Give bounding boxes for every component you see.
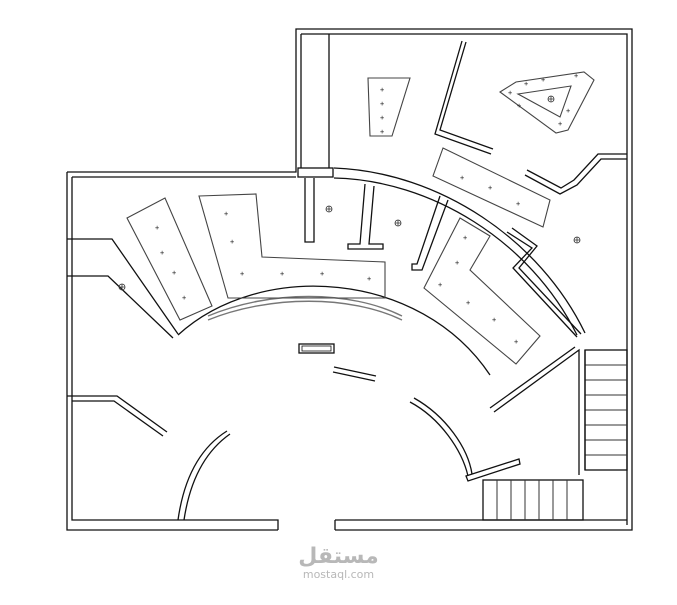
watermark-latin: mostaql.com [302, 568, 375, 581]
svg-text:+: + [516, 200, 520, 208]
inner-partitions [304, 178, 449, 271]
svg-text:+: + [380, 128, 384, 136]
svg-text:+: + [367, 275, 371, 283]
watermark-arabic: مستقل [298, 544, 379, 569]
svg-text:+: + [182, 294, 186, 302]
svg-text:+: + [517, 102, 521, 110]
svg-text:+: + [172, 269, 176, 277]
svg-text:+: + [240, 270, 244, 278]
svg-text:+: + [463, 234, 467, 242]
exhibit-panel-1: + + + + [126, 197, 213, 321]
svg-text:+: + [224, 210, 228, 218]
svg-text:+: + [280, 270, 284, 278]
svg-text:+: + [155, 224, 159, 232]
svg-text:+: + [558, 120, 562, 128]
staircase-bottom [465, 458, 584, 521]
door-arc [177, 430, 228, 521]
exhibit-panel-3: + + + [432, 147, 551, 228]
svg-text:+: + [320, 270, 324, 278]
svg-text:+: + [541, 76, 545, 84]
staircase-right [584, 349, 628, 471]
inner-arc [409, 401, 469, 477]
svg-text:+: + [466, 299, 470, 307]
svg-text:+: + [488, 184, 492, 192]
upper-room-partitions [434, 40, 627, 195]
svg-text:+: + [230, 238, 234, 246]
exhibit-panel-4: + + + + + + [423, 217, 541, 365]
svg-text:+: + [514, 338, 518, 346]
svg-text:+: + [492, 316, 496, 324]
curved-ring-wall [177, 167, 586, 376]
svg-text:+: + [508, 89, 512, 97]
svg-text:+: + [380, 100, 384, 108]
upper-fixture-left: + + + + [367, 77, 411, 137]
left-partition [67, 238, 179, 339]
circle-cross-icon [118, 95, 581, 291]
column-block [297, 34, 334, 178]
svg-text:+: + [160, 249, 164, 257]
svg-text:+: + [380, 86, 384, 94]
svg-text:+: + [460, 174, 464, 182]
svg-text:+: + [438, 281, 442, 289]
lower-left-partition [67, 395, 168, 437]
upper-fixture-triangle: + + + + + + + [499, 71, 595, 134]
svg-text:+: + [566, 107, 570, 115]
svg-text:+: + [455, 259, 459, 267]
svg-text:+: + [524, 80, 528, 88]
right-partitions [489, 227, 582, 475]
curved-shelf [207, 295, 403, 321]
outer-walls [66, 28, 633, 531]
svg-text:+: + [380, 114, 384, 122]
arc-segment [333, 366, 377, 377]
marker-box [298, 343, 335, 354]
svg-text:+: + [574, 72, 578, 80]
watermark: مستقل mostaql.com [0, 545, 677, 581]
exhibit-panel-2: + + + + + + [198, 193, 386, 299]
